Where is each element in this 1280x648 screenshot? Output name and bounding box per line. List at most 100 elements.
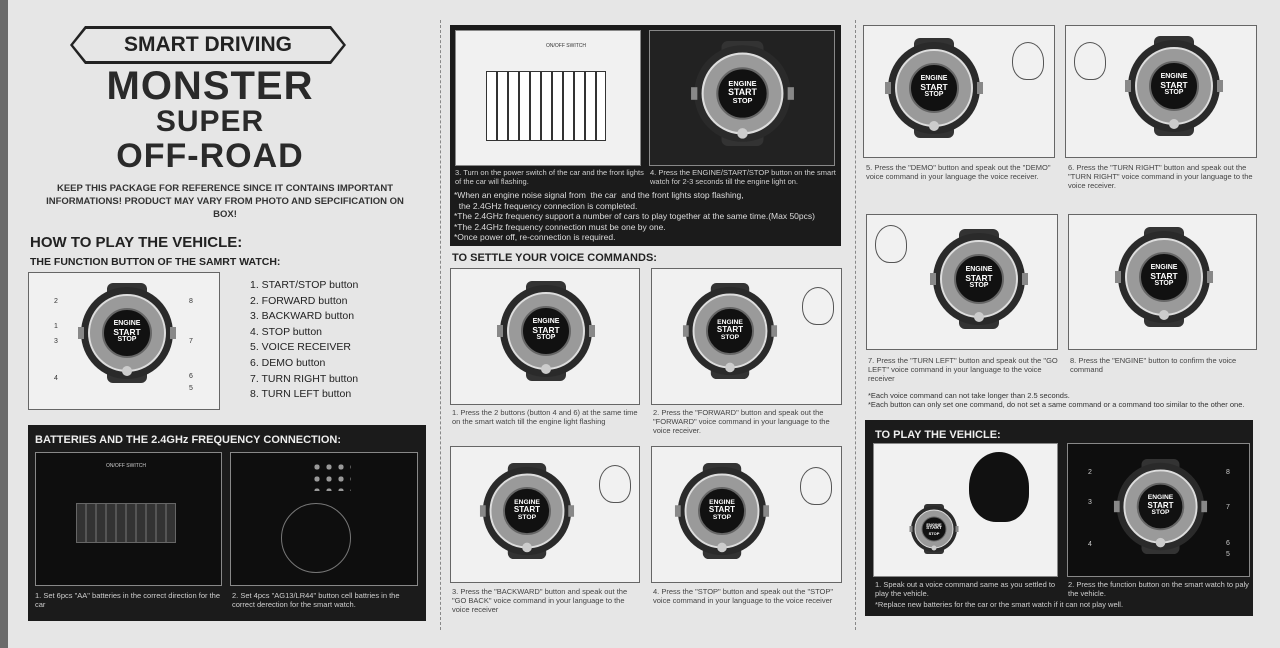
battery-compartment	[76, 503, 176, 543]
watch-label: START	[716, 325, 744, 335]
connection-notes: *When an engine noise signal from the ca…	[454, 190, 815, 243]
watch-label: START	[1147, 500, 1174, 510]
callout-number: 8	[1226, 469, 1230, 476]
watch-label: STOP	[969, 282, 989, 290]
head-silhouette	[969, 452, 1029, 522]
watch-icon	[691, 41, 794, 146]
watch-label: ENGINE	[532, 318, 560, 325]
note: *Each button can only set one command, d…	[868, 400, 1245, 409]
brand-tag: SMART DRIVING	[73, 29, 343, 61]
package-notice: KEEP THIS PACKAGE FOR REFERENCE SINCE IT…	[46, 183, 404, 220]
watch-label: STOP	[517, 513, 537, 521]
watch-label: START	[965, 273, 993, 284]
play-step-1: 1. Speak out a voice command same as you…	[875, 580, 1056, 598]
watch-icon	[1113, 459, 1208, 554]
voice-step-7: 7. Press the "TURN LEFT" button and spea…	[868, 356, 1058, 383]
voice-step-8: 8. Press the "ENGINE" button to confirm …	[1070, 356, 1237, 374]
switch-label: ON/OFF SWITCH	[546, 43, 586, 49]
list-item: 1. START/STOP button	[250, 279, 359, 291]
voice-step-1: 1. Press the 2 buttons (button 4 and 6) …	[452, 408, 638, 426]
list-item: 8. TURN LEFT button	[250, 388, 352, 401]
callout-number: 1	[54, 323, 58, 330]
voice-step-6: 6. Press the "TURN RIGHT" button and spe…	[1068, 163, 1253, 190]
callout-number: 6	[189, 373, 193, 380]
watch-icon	[909, 504, 959, 554]
brand-tag-badge: SMART DRIVING	[70, 26, 346, 64]
function-button-list: 1. START/STOP button 2. FORWARD button 3…	[250, 278, 358, 403]
play-step-2: 2. Press the function button on the smar…	[1068, 580, 1249, 598]
note: *When an engine noise signal from the ca…	[454, 190, 744, 200]
voice-step-2: 2. Press the "FORWARD" button and speak …	[653, 408, 830, 435]
watch-label: STOP	[732, 95, 753, 105]
box-edge	[0, 0, 8, 648]
voice-step-5: 5. Press the "DEMO" button and speak out…	[866, 163, 1051, 181]
button-cells	[311, 461, 351, 491]
car-switch-image: ON/OFF SWITCH	[455, 30, 641, 166]
watch-label: STOP	[117, 336, 137, 344]
watch-label: START	[708, 505, 736, 515]
list-item: 2. FORWARD button	[250, 294, 348, 307]
callout-number: 3	[54, 338, 58, 345]
watch-label: START	[513, 505, 541, 515]
watch-label: START	[926, 526, 942, 532]
function-button-heading: THE FUNCTION BUTTON OF THE SAMRT WATCH:	[30, 256, 281, 268]
note: *Each voice command can not take longer …	[868, 391, 1070, 400]
watch-label: ENGINE	[1160, 73, 1188, 80]
watch-label: START	[728, 87, 757, 98]
watch-label: START	[1160, 80, 1188, 91]
watch-label: ENGINE	[113, 320, 141, 327]
watch-label: START	[113, 327, 141, 338]
callout-number: 4	[1088, 541, 1092, 548]
play-note: *Replace new batteries for the car or th…	[875, 600, 1124, 609]
watch-icon	[885, 38, 983, 138]
callout-number: 7	[189, 338, 193, 345]
car-chassis	[486, 71, 606, 141]
watch-icon	[497, 281, 595, 381]
watch-icon	[674, 463, 770, 559]
watch-label: ENGINE	[926, 521, 942, 527]
watch-label: START	[920, 82, 948, 93]
watch-icon	[1125, 36, 1223, 136]
watch-label: START	[532, 325, 560, 336]
watch-label: ENGINE	[1150, 264, 1178, 271]
divider	[855, 20, 856, 630]
list-item: 3. BACKWARD button	[250, 310, 355, 323]
watch-label: START	[1150, 271, 1178, 282]
callout-number: 7	[1226, 504, 1230, 511]
watch-back	[281, 503, 351, 573]
head-silhouette	[875, 225, 907, 263]
watch-label: ENGINE	[1147, 494, 1174, 502]
watch-label: ENGINE	[728, 78, 757, 88]
watch-icon	[682, 283, 778, 379]
list-item: 6. DEMO button	[250, 356, 326, 369]
switch-label: ON/OFF SWITCH	[106, 463, 146, 469]
voice-notes: *Each voice command can not take longer …	[868, 391, 1258, 409]
watch-label: STOP	[712, 513, 732, 521]
watch-label: STOP	[928, 530, 940, 536]
list-item: 5. VOICE RECEIVER	[250, 341, 351, 354]
